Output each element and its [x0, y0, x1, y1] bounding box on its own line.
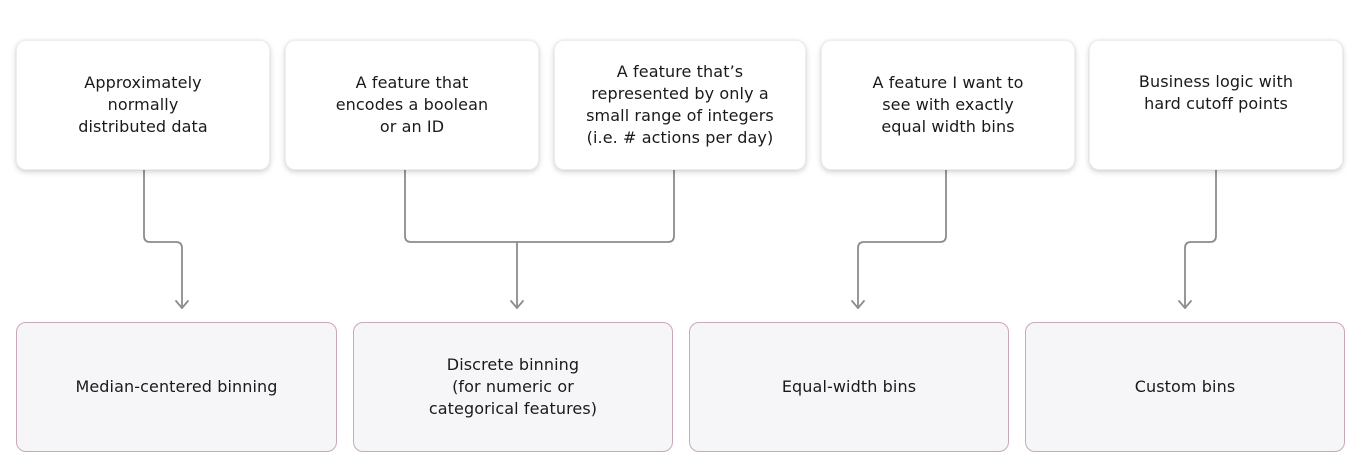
arrowhead-custom: [1178, 300, 1192, 309]
edge-business-to-custom: [1184, 169, 1217, 309]
source-label-boolean: A feature that encodes a boolean or an I…: [335, 73, 489, 136]
source-box-boolean: A feature that encodes a boolean or an I…: [285, 40, 539, 170]
edge-equal-width-to-equal: [857, 169, 947, 309]
target-box-equal: Equal-width bins: [689, 322, 1009, 452]
arrowhead-discrete: [510, 300, 524, 309]
source-label-business: Business logic with hard cutoff points: [1138, 72, 1294, 113]
target-label-equal: Equal-width bins: [781, 377, 917, 396]
source-box-business: Business logic with hard cutoff points: [1089, 40, 1343, 170]
edge-boolean-to-discrete: [404, 169, 675, 243]
source-box-normal: Approximately normally distributed data: [16, 40, 270, 170]
source-label-small-range: A feature that’s represented by only a s…: [586, 62, 774, 147]
source-box-small-range: A feature that’s represented by only a s…: [554, 40, 806, 170]
arrowhead-equal: [851, 300, 865, 309]
target-label-median: Median-centered binning: [75, 377, 278, 396]
target-box-discrete: Discrete binning (for numeric or categor…: [353, 322, 673, 452]
source-box-equal-width: A feature I want to see with exactly equ…: [821, 40, 1075, 170]
target-box-median: Median-centered binning: [16, 322, 337, 452]
target-label-custom: Custom bins: [1134, 377, 1236, 396]
target-box-custom: Custom bins: [1025, 322, 1345, 452]
source-label-equal-width: A feature I want to see with exactly equ…: [872, 73, 1024, 136]
source-label-normal: Approximately normally distributed data: [78, 73, 208, 136]
arrowhead-median: [175, 300, 189, 309]
edge-normal-to-median: [143, 169, 183, 309]
target-label-discrete: Discrete binning (for numeric or categor…: [428, 355, 598, 418]
